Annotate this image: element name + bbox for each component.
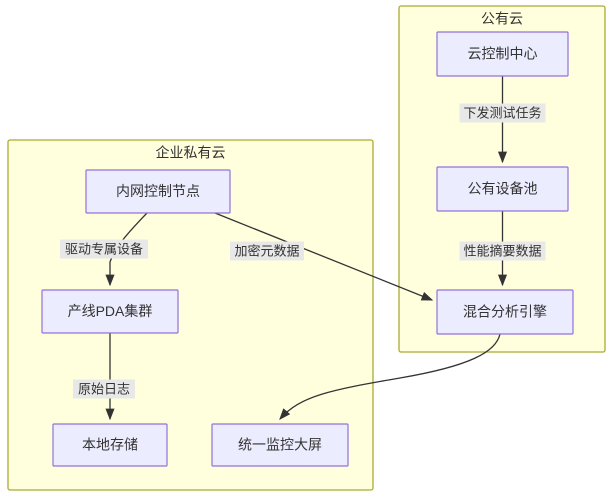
- edge-label-background: [73, 379, 135, 399]
- edge-label-text: 性能摘要数据: [463, 243, 541, 258]
- node-hybrid-analysis[interactable]: 混合分析引擎: [436, 289, 574, 335]
- cluster-title-public-cloud: 公有云: [481, 11, 523, 27]
- node-label-pda-cluster: 产线PDA集群: [68, 303, 153, 319]
- node-monitor-wall[interactable]: 统一监控大屏: [211, 423, 349, 467]
- edge-performance-summary-label: 性能摘要数据: [459, 241, 546, 261]
- edges-layer: [105, 76, 508, 421]
- node-box[interactable]: [41, 289, 179, 334]
- edge-label-background: [230, 241, 304, 261]
- node-label-intranet-control: 内网控制节点: [116, 183, 200, 199]
- edge-encrypted-metadata: [214, 212, 434, 301]
- edge-encrypted-metadata-label: 加密元数据: [230, 241, 304, 261]
- edge-label-text: 原始日志: [78, 381, 130, 396]
- cluster-box: [7, 139, 374, 491]
- node-box[interactable]: [436, 31, 569, 77]
- node-label-cloud-control-center: 云控制中心: [468, 46, 538, 62]
- cluster-title-private-cloud: 企业私有云: [156, 145, 226, 161]
- node-box[interactable]: [211, 423, 349, 467]
- edge-label-background: [60, 239, 148, 259]
- edge-label-background: [459, 103, 546, 123]
- node-label-monitor-wall: 统一监控大屏: [238, 437, 322, 453]
- cluster-private-cloud: 企业私有云: [7, 139, 374, 491]
- node-box[interactable]: [85, 169, 231, 214]
- node-box[interactable]: [436, 289, 574, 335]
- node-box[interactable]: [52, 423, 168, 467]
- edge-dispatch-test-task-label: 下发测试任务: [459, 103, 546, 123]
- node-label-hybrid-analysis: 混合分析引擎: [463, 304, 547, 320]
- node-cloud-control-center[interactable]: 云控制中心: [436, 31, 569, 77]
- node-box[interactable]: [436, 166, 569, 212]
- node-local-storage[interactable]: 本地存储: [52, 423, 168, 467]
- edge-label-text: 加密元数据: [234, 243, 299, 258]
- node-public-device-pool[interactable]: 公有设备池: [436, 166, 569, 212]
- node-pda-cluster[interactable]: 产线PDA集群: [41, 289, 179, 334]
- node-label-public-device-pool: 公有设备池: [468, 181, 538, 197]
- edge-label-background: [459, 241, 546, 261]
- edge-drive-dedicated-device-label: 驱动专属设备: [60, 239, 148, 259]
- edge-raw-log-label: 原始日志: [73, 379, 135, 399]
- node-label-local-storage: 本地存储: [82, 437, 138, 453]
- edge-analysis-to-monitor: [279, 333, 501, 420]
- edge-label-text: 下发测试任务: [463, 105, 541, 120]
- edge-label-text: 驱动专属设备: [65, 241, 143, 256]
- node-intranet-control[interactable]: 内网控制节点: [85, 169, 231, 214]
